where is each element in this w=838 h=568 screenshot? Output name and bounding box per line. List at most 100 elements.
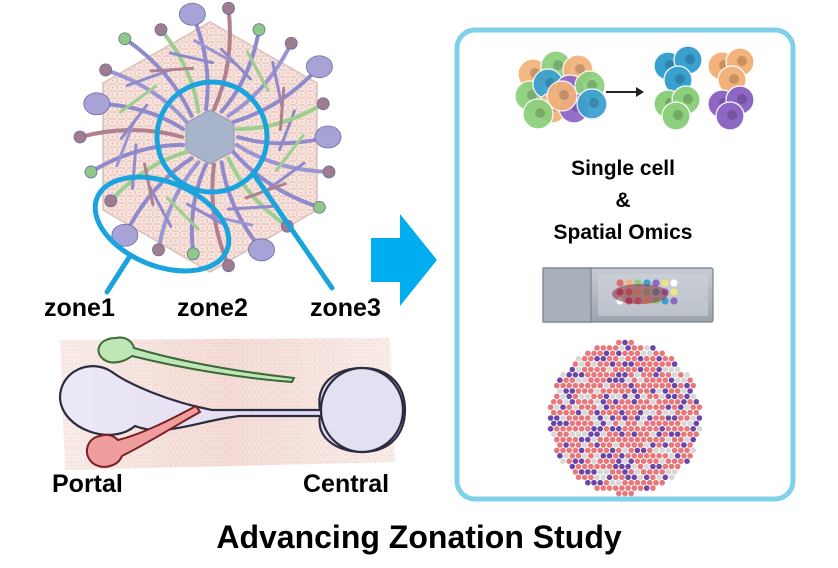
- portal-terminal: [83, 92, 111, 116]
- spatial-spot: [594, 409, 600, 416]
- spatial-spot: [631, 474, 638, 481]
- spatial-spot: [681, 388, 687, 394]
- spatial-spot: [659, 479, 665, 486]
- spatial-spot: [581, 463, 588, 470]
- central-vein-end: [319, 366, 405, 454]
- spatial-spot: [671, 426, 678, 432]
- spatial-spot: [656, 463, 662, 470]
- spatial-spot: [585, 426, 591, 432]
- portal-label: Portal: [52, 470, 123, 498]
- spatial-spot: [560, 393, 566, 400]
- spatial-spot: [668, 366, 675, 373]
- spatial-spot: [653, 469, 659, 475]
- spatial-spot: [616, 479, 622, 486]
- spatial-spot: [591, 436, 597, 443]
- spatial-spot: [637, 442, 644, 448]
- cell-nucleus: [527, 90, 537, 100]
- spatial-spot: [647, 426, 653, 432]
- spatial-spot: [637, 355, 644, 362]
- spatial-spot: [591, 458, 597, 465]
- sinusoid-twig: [205, 213, 254, 227]
- spatial-spot: [609, 415, 616, 421]
- sinusoid-twig: [149, 66, 195, 73]
- spatial-spot: [640, 372, 647, 378]
- spatial-spot: [631, 345, 638, 351]
- slide-spot: [670, 279, 678, 287]
- spatial-spot: [578, 415, 585, 421]
- cell-nucleus: [587, 80, 597, 90]
- spatial-spot: [684, 372, 690, 378]
- slide-spot: [670, 297, 678, 305]
- spatial-spot: [650, 345, 656, 351]
- spatial-spot: [569, 431, 576, 438]
- spatial-spot: [560, 382, 566, 389]
- spatial-spot: [631, 485, 638, 491]
- spatial-spot: [585, 479, 591, 486]
- spatial-spot: [665, 458, 672, 465]
- spatial-spot: [681, 409, 687, 416]
- spatial-spot: [647, 447, 653, 454]
- spatial-spot: [569, 453, 576, 459]
- spatial-spot: [554, 436, 560, 443]
- spatial-spot: [622, 426, 628, 432]
- spatial-spot: [659, 469, 665, 475]
- omics-line1: Single cell: [571, 157, 675, 180]
- spatial-spot: [653, 350, 659, 357]
- portal-terminal: [111, 223, 139, 247]
- spatial-spot: [659, 404, 665, 411]
- spatial-spot: [656, 366, 662, 373]
- portal-terminal: [222, 259, 235, 273]
- spatial-spot: [591, 350, 597, 357]
- spatial-spot: [653, 458, 659, 465]
- spatial-spot: [665, 447, 672, 454]
- spatial-spot: [647, 372, 653, 378]
- spatial-spot: [569, 409, 576, 416]
- spatial-spot: [609, 479, 616, 486]
- spatial-spot: [575, 377, 582, 384]
- portal-terminal: [312, 200, 326, 214]
- spatial-spot: [550, 399, 557, 405]
- spatial-spot: [569, 442, 576, 448]
- spatial-spot: [597, 436, 603, 443]
- spatial-spot: [591, 393, 597, 400]
- spatial-spot: [622, 393, 628, 400]
- spatial-spot: [575, 463, 582, 470]
- spatial-spot: [560, 458, 566, 465]
- spatial-spot: [572, 415, 579, 421]
- spatial-spot: [578, 393, 585, 400]
- zone1-label: zone1: [44, 294, 115, 322]
- spatial-spot: [612, 377, 619, 384]
- spatial-spot: [637, 388, 644, 394]
- spatial-spot: [566, 393, 572, 400]
- spatial-spot: [560, 447, 566, 454]
- spatial-spot: [653, 361, 659, 367]
- spatial-spot: [606, 388, 613, 394]
- spatial-spot: [616, 458, 622, 465]
- spatial-spot: [687, 388, 693, 394]
- spatial-spot: [674, 366, 681, 373]
- spatial-spot: [600, 388, 607, 394]
- spatial-spot: [678, 436, 684, 443]
- spatial-spot: [612, 345, 619, 351]
- spatial-spot: [572, 393, 579, 400]
- spatial-spot: [665, 436, 672, 443]
- spatial-spot: [637, 474, 644, 481]
- spatial-spot: [671, 469, 678, 475]
- spatial-spot: [603, 393, 610, 400]
- spatial-spot: [650, 431, 656, 438]
- spatial-spot: [578, 426, 585, 432]
- spatial-spot: [591, 426, 597, 432]
- spatial-spot: [606, 355, 613, 362]
- spatial-spot: [597, 382, 603, 389]
- spatial-spot: [563, 377, 569, 384]
- spatial-spot: [563, 409, 569, 416]
- spatial-spot: [591, 372, 597, 378]
- spatial-spot: [634, 415, 641, 421]
- spatial-spot: [594, 366, 600, 373]
- spatial-spot: [612, 442, 619, 448]
- spatial-spot: [640, 393, 647, 400]
- sinusoid-twig: [165, 196, 200, 231]
- spatial-spot: [575, 388, 582, 394]
- spatial-spot: [569, 420, 576, 427]
- portal-terminal: [104, 194, 118, 208]
